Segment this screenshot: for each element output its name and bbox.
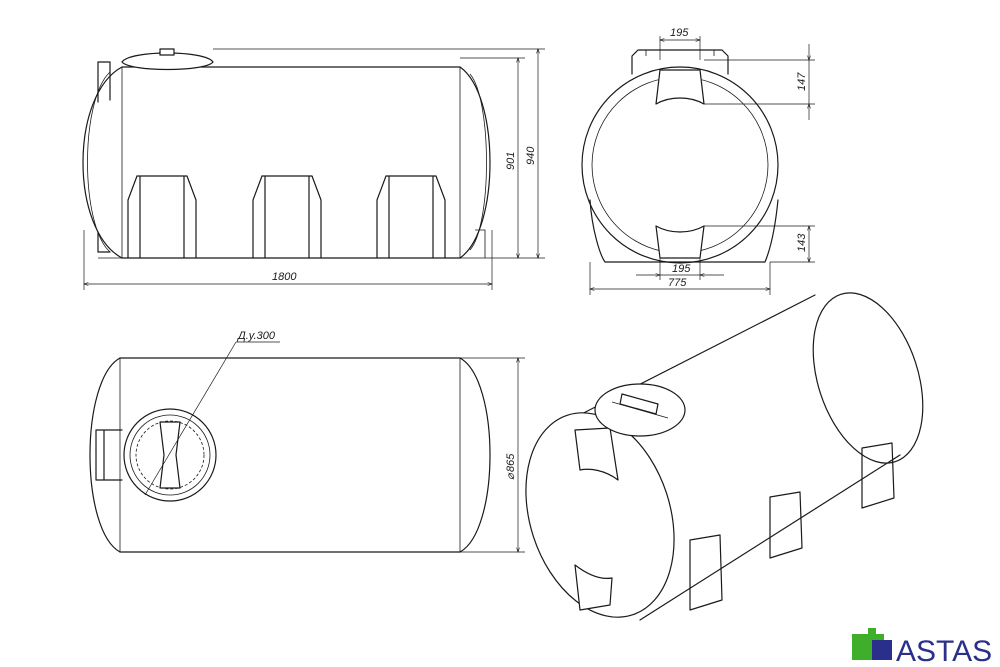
end-view: 195 147 143 195 775 — [581, 27, 815, 295]
dim-length-1800: 1800 — [272, 271, 297, 283]
plan-lid — [123, 408, 217, 502]
plan-view: Д.у.300 865 ⌀ — [89, 330, 525, 553]
logo-text: ASTAS — [896, 635, 992, 667]
brand-logo: ASTAS — [852, 628, 992, 667]
diameter-symbol: ⌀ — [505, 472, 517, 480]
dim-diameter-865: 865 — [505, 453, 517, 472]
bottom-handle — [655, 225, 705, 259]
dim-height-940: 940 — [525, 146, 537, 165]
dim-width-775: 775 — [668, 277, 687, 289]
lid-shape — [121, 52, 214, 71]
label-du300: Д.у.300 — [236, 330, 276, 342]
front-view: 1800 901 940 — [82, 48, 545, 290]
dim-top-195: 195 — [670, 27, 689, 39]
top-handle — [655, 69, 705, 105]
dim-143: 143 — [796, 233, 808, 252]
isometric-view — [525, 292, 924, 621]
dim-147: 147 — [796, 72, 808, 91]
dim-bottom-195: 195 — [672, 263, 691, 275]
dim-height-901: 901 — [505, 152, 517, 170]
